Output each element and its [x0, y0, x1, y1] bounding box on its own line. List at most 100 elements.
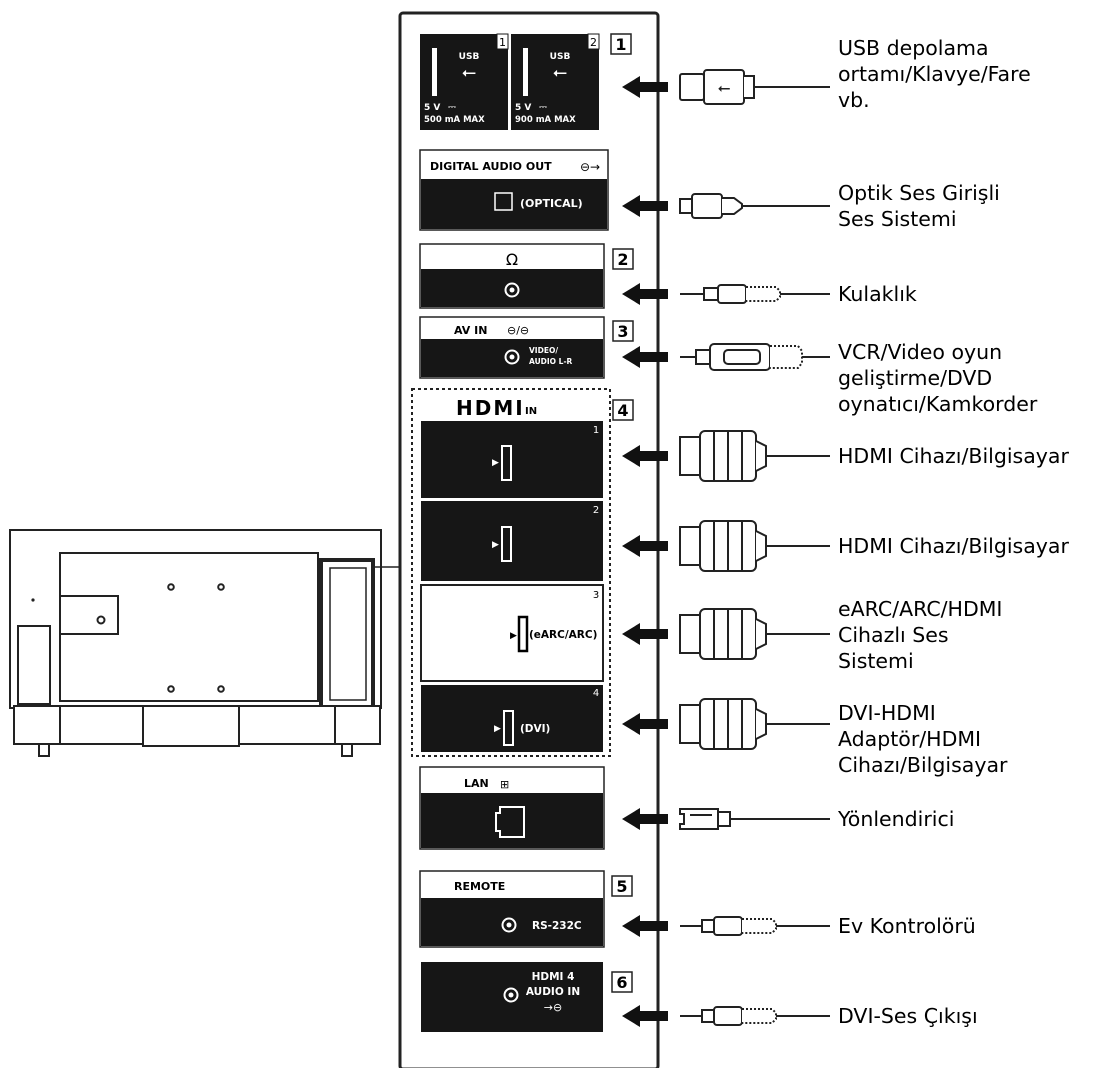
audio-input-icon: →⊖: [544, 1001, 562, 1014]
hdmi-in-label: IN: [525, 406, 537, 417]
hdmi-port-2: 2 ▶: [421, 501, 603, 581]
usb-slot: [432, 48, 437, 96]
hdmi-port-4: 4 ▶ (DVI): [421, 685, 603, 752]
headphone-jack: Ω: [419, 243, 605, 309]
av-in: AV IN ⊖/⊖ VIDEO/ AUDIO L-R: [419, 316, 605, 379]
hdmi-logo: HDMI: [456, 396, 525, 420]
usb-port-2-volts: 5 V: [515, 103, 531, 113]
arrow: [622, 283, 668, 305]
group-number-2: 2: [617, 250, 628, 269]
usb-port-1-label: USB: [459, 52, 480, 62]
group-number-3: 3: [617, 322, 628, 341]
caption-hdmi-1: HDMI Cihazı/Bilgisayar: [838, 444, 1069, 468]
dc-icon: ⎓: [448, 102, 456, 113]
hdmi-plug: [679, 520, 830, 572]
caption-remote: Ev Kontrolörü: [838, 914, 976, 938]
usb-icon: ⭠: [553, 62, 567, 83]
jack-socket: [504, 282, 520, 298]
lan-plug: [679, 808, 830, 830]
play-marker-icon: ▶: [510, 631, 517, 641]
digital-audio-out-label: DIGITAL AUDIO OUT: [430, 160, 552, 173]
arrow: [622, 445, 668, 467]
arrow: [622, 808, 668, 830]
digital-audio-out-sub: (OPTICAL): [520, 197, 583, 210]
usb-port-1-current: 500 mA MAX: [424, 115, 485, 125]
arrow: [622, 1005, 668, 1027]
remote-port: REMOTE RS-232C: [419, 870, 605, 948]
tv-stand-mount: [59, 595, 119, 635]
hdmi-port-4-number: 4: [593, 688, 599, 699]
usb-icon: ⭠: [718, 78, 731, 97]
hdmi-plug: [679, 430, 830, 482]
arrow: [622, 623, 668, 645]
av-in-sub-2: AUDIO L-R: [529, 357, 573, 366]
hdmi-socket: [501, 526, 512, 562]
hdmi-audio-in: HDMI 4 AUDIO IN →⊖: [421, 962, 603, 1032]
group-number-6: 6: [616, 973, 627, 992]
hdmi-port-2-number: 2: [593, 505, 599, 516]
play-marker-icon: ▶: [492, 540, 499, 550]
hdmi-group-outline: [411, 388, 611, 757]
remote-label: REMOTE: [454, 880, 505, 893]
dc-icon: ⎓: [539, 102, 547, 113]
cables: ⭠: [679, 69, 830, 1026]
hdmi-port-3-number: 3: [593, 590, 599, 601]
usb-port-1-number: 1: [499, 36, 506, 49]
mini-plug: [680, 916, 830, 936]
optical-plug: [679, 193, 830, 219]
ethernet-socket: [495, 806, 525, 838]
tv-left-box: [17, 625, 51, 705]
usb-port-1: 1 USB ⭠ 5 V ⎓ 500 mA MAX: [424, 33, 509, 125]
usb-slot: [523, 48, 528, 96]
hdmi-port-1-number: 1: [593, 425, 599, 436]
usb-plug: ⭠: [679, 69, 830, 105]
headphone-icon: Ω: [506, 250, 518, 269]
hdmi-plug: [679, 608, 830, 660]
caption-lan: Yönlendirici: [838, 807, 955, 831]
hdmi-port-3: 3 ▶ (eARC/ARC): [420, 584, 604, 682]
vesa-holes: [167, 583, 225, 693]
connection-arrows: [622, 76, 668, 1027]
av-plug: [680, 343, 830, 371]
group-number-4: 4: [617, 401, 628, 420]
hdmi-port-3-sub: (eARC/ARC): [529, 629, 597, 641]
group-numbers: [610, 33, 634, 993]
play-marker-icon: ▶: [492, 458, 499, 468]
play-marker-icon: ▶: [494, 724, 501, 734]
usb-icon: ⭠: [462, 62, 476, 83]
optical-out-icon: ⊖→: [580, 160, 600, 174]
lan-port: LAN ⊞: [419, 766, 605, 850]
arrow: [622, 713, 668, 735]
hdmi-audio-line-2: AUDIO IN: [526, 986, 580, 998]
group-number-1: 1: [615, 35, 626, 54]
usb-port-2-label: USB: [550, 52, 571, 62]
av-input-icon: ⊖/⊖: [507, 324, 529, 337]
group-number-5: 5: [616, 877, 627, 896]
av-in-sub-1: VIDEO/: [529, 346, 558, 355]
mount-screw: [96, 615, 106, 625]
hdmi-socket: [503, 710, 514, 746]
usb-port-2: 2 USB ⭠ 5 V ⎓ 900 mA MAX: [515, 33, 600, 125]
usb-port-2-number: 2: [590, 36, 597, 49]
hdmi-port-4-sub: (DVI): [520, 723, 550, 735]
arrow: [622, 76, 668, 98]
hdmi-socket: [517, 615, 529, 653]
hdmi-audio-line-1: HDMI 4: [532, 971, 575, 983]
tv-rear-view: [9, 529, 400, 757]
optical-socket: [494, 192, 513, 211]
jack-socket: [503, 987, 519, 1003]
caption-hdmi-audio: DVI-Ses Çıkışı: [838, 1004, 978, 1028]
arrow: [622, 346, 668, 368]
arrow: [622, 915, 668, 937]
hdmi-plug: [679, 698, 830, 750]
hdmi-socket: [501, 445, 512, 481]
mini-plug: [680, 1006, 830, 1026]
av-in-label: AV IN: [454, 324, 487, 337]
jack-socket: [504, 349, 520, 365]
network-icon: ⊞: [500, 778, 509, 791]
tv-body: [9, 529, 382, 709]
remote-sub: RS-232C: [532, 920, 582, 932]
